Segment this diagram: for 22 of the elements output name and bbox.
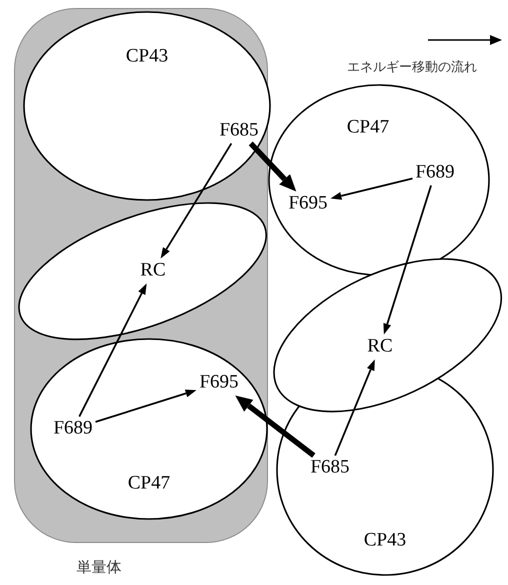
legend-label: エネルギー移動の流れ	[347, 60, 477, 76]
arrow	[160, 142, 232, 259]
complex-label: CP47	[128, 474, 170, 494]
complex-label: CP43	[364, 530, 406, 552]
pigment-label: F689	[53, 418, 93, 440]
arrow	[95, 390, 196, 423]
complex-label: RC	[140, 260, 166, 282]
complex-label: CP43	[126, 46, 168, 68]
pigment-label: F685	[219, 120, 259, 142]
arrow	[330, 178, 413, 200]
pigment-label: F695	[288, 194, 328, 214]
pigment-label: F689	[415, 162, 455, 184]
group-title: 単量体	[76, 558, 122, 576]
pigment-label: F695	[199, 372, 239, 394]
complex-label: CP47	[346, 118, 390, 138]
arrow	[235, 395, 316, 458]
arrow	[78, 283, 147, 417]
arrow	[334, 359, 375, 456]
pigment-label: F685	[310, 458, 350, 478]
arrow	[383, 185, 432, 335]
arrow	[248, 142, 296, 192]
complex-label: RC	[367, 336, 393, 358]
